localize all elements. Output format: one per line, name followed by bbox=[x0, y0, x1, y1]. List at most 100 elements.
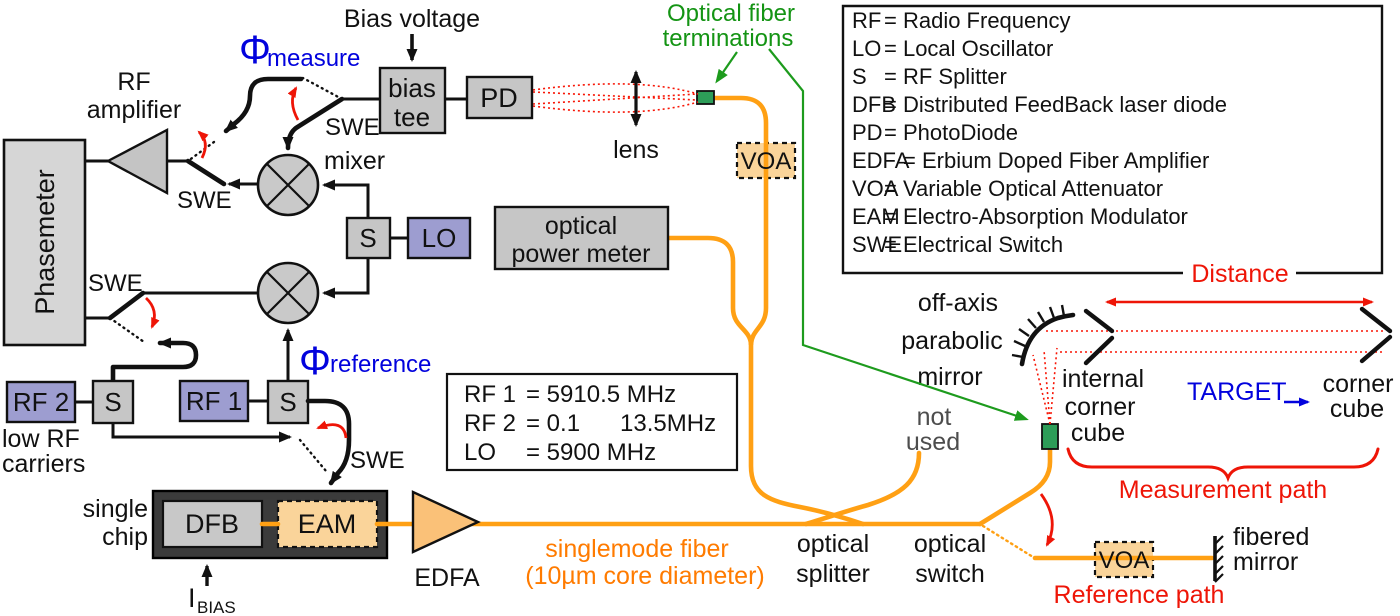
target-corner-cube-icon bbox=[1359, 306, 1393, 364]
phi-reference-symbol: Φ bbox=[299, 339, 331, 383]
rf-amplifier-label-line2: amplifier bbox=[87, 96, 181, 124]
switch-chip-dotted bbox=[298, 438, 328, 473]
legend-def: = RF Splitter bbox=[884, 64, 1007, 89]
term-label-line1: Optical fiber bbox=[667, 0, 795, 27]
not-used-label-line2: used bbox=[906, 428, 960, 456]
switch-bias-arm bbox=[282, 96, 345, 151]
mixer-label: mixer bbox=[324, 147, 385, 175]
ibias-annotation: I BIAS bbox=[188, 564, 236, 616]
rf2-bypass-wire bbox=[110, 337, 199, 384]
fiber-not-used-stub bbox=[803, 450, 922, 527]
swe-label-chip: SWE bbox=[350, 447, 405, 474]
fibered-mirror-label-line2: mirror bbox=[1233, 548, 1298, 576]
switch-bias-toggle-arrow-icon bbox=[287, 86, 300, 121]
lens: lens bbox=[613, 70, 659, 164]
rf1-label: RF 1 bbox=[186, 386, 242, 416]
optical-switch-label-line2: switch bbox=[915, 560, 984, 588]
splitter-label-line1: optical bbox=[797, 530, 869, 558]
rf2-value: = 0.1 13.5MHz bbox=[526, 410, 716, 437]
switch-phasemeter-toggle-arrow-icon bbox=[145, 296, 160, 329]
lo-value: = 5900 MHz bbox=[526, 439, 656, 466]
legend-def: = PhotoDiode bbox=[884, 120, 1018, 145]
switch-chip-toggle-arrow-icon bbox=[316, 420, 348, 439]
ibias-label-main: I bbox=[188, 583, 196, 613]
power-meter-box bbox=[493, 205, 670, 271]
phasemeter-box bbox=[2, 138, 87, 347]
legend-abbr: EDFA bbox=[852, 148, 910, 173]
measurement-path-brace-icon bbox=[1066, 447, 1380, 483]
fiber-note-line1: singlemode fiber bbox=[545, 535, 728, 563]
corner-cube-label-line2: cube bbox=[1330, 395, 1384, 423]
measurement-path-label: Measurement path bbox=[1119, 476, 1327, 504]
reference-path-label: Reference path bbox=[1054, 581, 1225, 609]
legend-def: = Erbium Doped Fiber Amplifier bbox=[903, 148, 1209, 173]
corner-cube-label-line1: corner bbox=[1323, 370, 1394, 398]
beam-pd-1 bbox=[532, 91, 698, 101]
switch-amp-arm bbox=[185, 158, 227, 187]
single-chip: DFB EAM bbox=[151, 489, 389, 560]
power-meter-label-line1: optical bbox=[545, 212, 617, 240]
fiber-note-line2: (10µm core diameter) bbox=[525, 562, 764, 590]
lo-label: LO bbox=[422, 223, 457, 253]
legend-abbr: S bbox=[852, 64, 867, 89]
fiber-switch-measurement bbox=[977, 445, 1053, 527]
bias-tee-label-line2: tee bbox=[394, 102, 430, 132]
swe-label-phasemeter: SWE bbox=[88, 270, 143, 297]
legend-def: = Distributed FeedBack laser diode bbox=[884, 92, 1227, 117]
phi-measure-symbol: Φ bbox=[239, 28, 271, 72]
beam-mirror-3 bbox=[1049, 347, 1058, 425]
wire-rf1-eam bbox=[305, 398, 352, 486]
beam-mirror-1 bbox=[1032, 354, 1051, 425]
rf-values-border bbox=[445, 372, 739, 472]
fiber-splitter-upper-left bbox=[748, 341, 866, 527]
single-chip-label-line2: chip bbox=[102, 523, 148, 551]
low-rf-label-line2: carriers bbox=[2, 450, 85, 478]
legend-def: = Radio Frequency bbox=[884, 8, 1071, 33]
low-rf-label-line1: low RF bbox=[2, 425, 80, 453]
fiber-termination-icon-top bbox=[696, 90, 715, 105]
target-label: TARGET bbox=[1187, 378, 1287, 406]
optical-fibers bbox=[259, 95, 1215, 561]
optical-switch-toggle-arrow-icon bbox=[1039, 493, 1056, 547]
eam-label: EAM bbox=[298, 509, 357, 539]
splitter-rf1-label: S bbox=[279, 387, 296, 417]
switch-phasemeter-dotted bbox=[108, 316, 146, 344]
legend-def: = Electro-Absorption Modulator bbox=[884, 204, 1188, 229]
lo-label: LO bbox=[464, 439, 496, 466]
switch-bias-dotted bbox=[301, 76, 344, 101]
swe-label-bias: SWE bbox=[325, 114, 380, 141]
splitter-label-line2: splitter bbox=[796, 560, 870, 588]
optical-switch-label-line1: optical bbox=[914, 530, 986, 558]
rf-amplifier-icon bbox=[105, 128, 169, 196]
rf-amplifier-label-line1: RF bbox=[117, 68, 150, 96]
wire-lo-mixer1 bbox=[322, 179, 370, 218]
legend-abbr: EAM bbox=[852, 204, 900, 229]
legend-rows: RF= Radio Frequency LO= Local Oscillator… bbox=[852, 8, 1227, 257]
legend-abbr: LO bbox=[852, 36, 881, 61]
phi-reference-label: reference bbox=[330, 351, 431, 378]
bias-tee-label-line1: bias bbox=[388, 73, 436, 103]
wire-rf2-carrier bbox=[111, 423, 292, 443]
mirror-hatching bbox=[1011, 304, 1066, 359]
term-label-line2: terminations bbox=[663, 25, 794, 52]
splitter-lo-box bbox=[345, 216, 392, 260]
internal-cc-label-line1: internal bbox=[1062, 365, 1144, 393]
phi-measure-label: measure bbox=[267, 45, 360, 72]
wire-lo-mixer2 bbox=[322, 258, 370, 299]
phasemeter-label: Phasemeter bbox=[30, 169, 60, 315]
distance-label: Distance bbox=[1191, 260, 1288, 288]
legend-abbr: RF bbox=[852, 8, 881, 33]
phi-measure-bypass-wire bbox=[223, 76, 304, 134]
pd-label: PD bbox=[480, 83, 518, 113]
rf2-label: RF 2 bbox=[464, 410, 516, 437]
mixer1-cross-icon bbox=[266, 163, 310, 207]
legend-abbr: VOA bbox=[852, 176, 899, 201]
pd-box bbox=[465, 75, 534, 120]
lens-label: lens bbox=[613, 136, 659, 164]
legend-def: = Variable Optical Attenuator bbox=[884, 176, 1163, 201]
legend-def: = Local Oscillator bbox=[884, 36, 1053, 61]
single-chip-label-line1: single bbox=[83, 495, 148, 523]
mixer2-cross-icon bbox=[266, 271, 310, 315]
voa-reference-label: VOA bbox=[1099, 547, 1150, 574]
fibered-mirror-label-line1: fibered bbox=[1233, 523, 1309, 551]
